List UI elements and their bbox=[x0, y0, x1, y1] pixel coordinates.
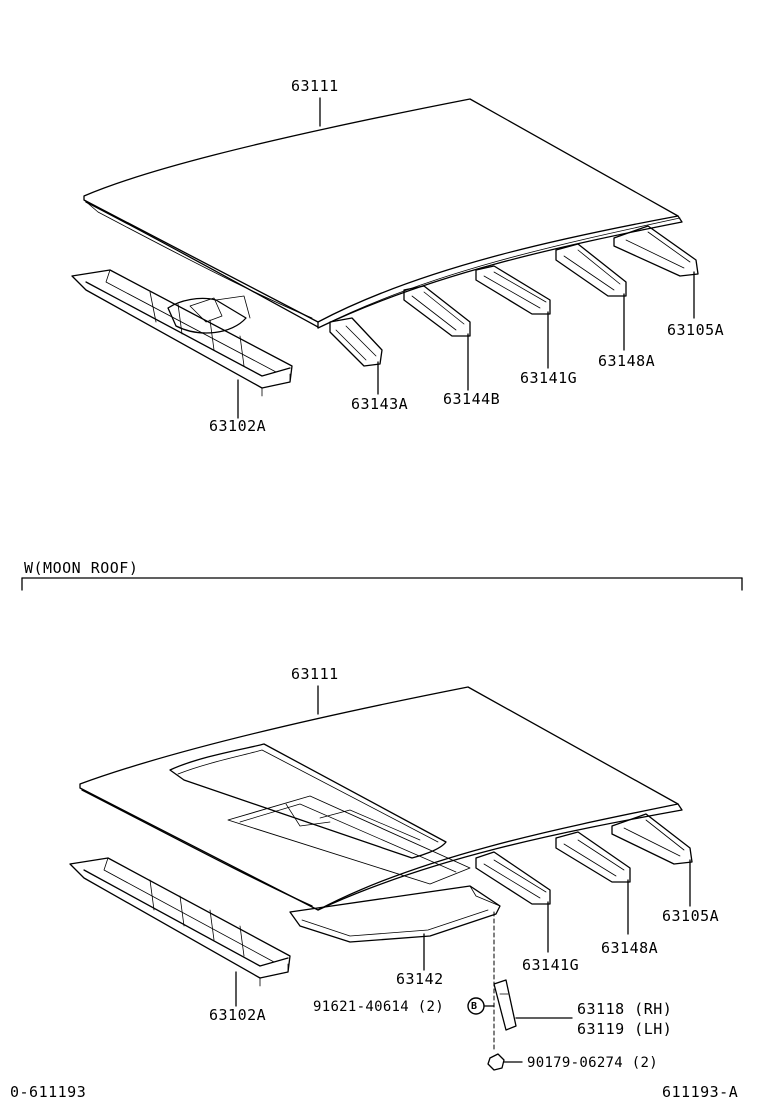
moonroof-bracket bbox=[493, 979, 573, 1031]
label-63102a-upper: 63102A bbox=[209, 417, 267, 435]
lower-bow-63141g bbox=[475, 851, 551, 905]
label-bolt-marker: B bbox=[471, 1001, 478, 1012]
upper-bow-63148a bbox=[555, 243, 627, 297]
label-63119-lh: 63119 (LH) bbox=[577, 1020, 673, 1038]
label-63148a-upper: 63148A bbox=[598, 352, 656, 370]
lower-front-header bbox=[69, 857, 291, 987]
label-bolt-91621: 91621-40614 (2) bbox=[313, 999, 444, 1015]
lower-roof-assembly bbox=[69, 685, 693, 1071]
lower-rear-header bbox=[611, 813, 693, 865]
moonroof-opening bbox=[169, 743, 447, 859]
nut-icon bbox=[487, 1053, 523, 1071]
label-63102a-lower: 63102A bbox=[209, 1006, 267, 1024]
upper-bow-63144b bbox=[403, 285, 471, 337]
label-nut-90179: 90179-06274 (2) bbox=[527, 1055, 658, 1071]
upper-bow-63143a bbox=[329, 317, 383, 367]
lower-reinforcement bbox=[289, 885, 501, 943]
section-divider bbox=[21, 577, 743, 591]
label-63105a-lower: 63105A bbox=[662, 907, 720, 925]
label-63111-lower: 63111 bbox=[291, 665, 339, 683]
lower-bow-63148a bbox=[555, 831, 631, 883]
label-63111-upper: 63111 bbox=[291, 77, 339, 95]
label-63148a-lower: 63148A bbox=[601, 939, 659, 957]
label-63141g-lower: 63141G bbox=[522, 956, 580, 974]
footer-right-code: 611193-A bbox=[662, 1083, 739, 1101]
upper-rear-header bbox=[613, 225, 699, 277]
section-header-moon-roof: W(MOON ROOF) bbox=[24, 559, 139, 577]
footer-left-code: 0-611193 bbox=[10, 1083, 87, 1101]
lower-roof-panel bbox=[79, 686, 679, 911]
upper-roof-panel bbox=[83, 98, 679, 323]
label-63105a-upper: 63105A bbox=[667, 321, 725, 339]
label-63141g-upper: 63141G bbox=[520, 369, 578, 387]
upper-bow-63141g bbox=[475, 265, 551, 315]
upper-roof-assembly bbox=[71, 97, 699, 419]
label-63143a: 63143A bbox=[351, 395, 409, 413]
label-63144b: 63144B bbox=[443, 390, 501, 408]
upper-front-header bbox=[71, 269, 293, 397]
label-63118-rh: 63118 (RH) bbox=[577, 1000, 673, 1018]
label-63142: 63142 bbox=[396, 970, 444, 988]
